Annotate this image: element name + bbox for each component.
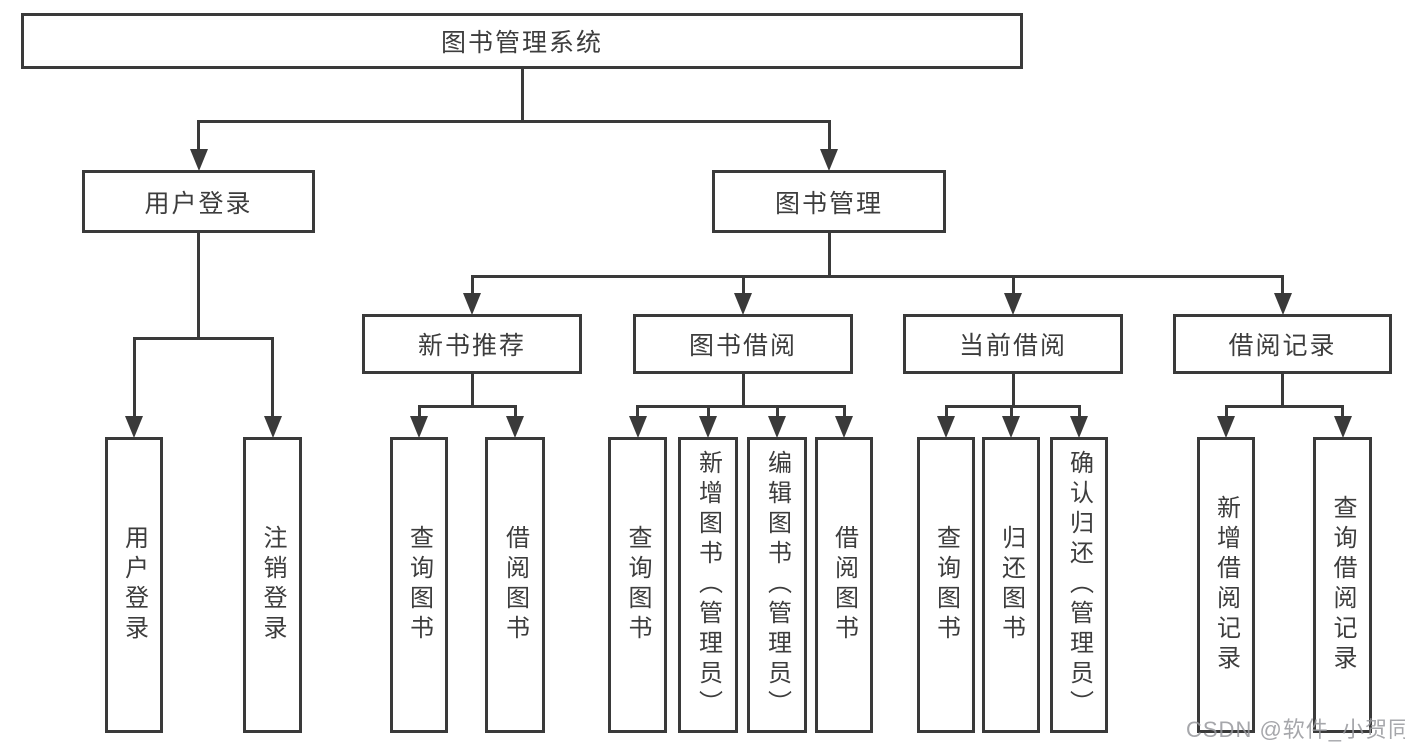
node-query-borrow-record: 查询借阅记录 <box>1313 437 1372 733</box>
arrowhead-return-book-icon <box>1002 416 1020 438</box>
node-add-borrow-record: 新增借阅记录 <box>1197 437 1255 733</box>
arrowhead-query-borrow-record-icon <box>1333 416 1352 438</box>
node-label: 借阅图书 <box>501 525 529 645</box>
connector-current-borrow-query-book-3-drop <box>944 405 948 417</box>
node-label: 查询图书 <box>932 525 960 645</box>
connector-borrow-records-query-borrow-record-drop <box>1341 405 1344 417</box>
node-label: 当前借阅 <box>958 332 1067 360</box>
node-label: 新增图书（管理员） <box>694 450 722 720</box>
arrowhead-query-book-1-icon <box>410 416 428 438</box>
arrowhead-login-leaf-icon <box>125 416 143 438</box>
node-book-mgmt: 图书管理 <box>712 170 946 233</box>
node-query-book-3: 查询图书 <box>917 437 975 733</box>
arrowhead-book-mgmt-icon <box>820 149 838 171</box>
connector-user-login-logout-leaf-drop <box>271 337 274 417</box>
node-label: 新书推荐 <box>417 332 526 360</box>
connector-book-mgmt-stem <box>827 233 831 278</box>
connector-new-book-rec-borrow-book-1-drop <box>513 405 517 417</box>
connector-book-borrow-bar <box>636 405 846 408</box>
connector-book-mgmt-borrow-records-drop <box>1281 275 1284 294</box>
arrowhead-borrow-records-icon <box>1273 293 1292 315</box>
node-add-book: 新增图书（管理员） <box>678 437 738 733</box>
arrowhead-add-borrow-record-icon <box>1217 416 1235 438</box>
arrowhead-book-borrow-icon <box>734 293 752 315</box>
connector-borrow-records-add-borrow-record-drop <box>1224 405 1228 417</box>
connector-book-borrow-add-book-drop <box>706 405 710 417</box>
arrowhead-edit-book-icon <box>768 416 786 438</box>
arrowhead-query-book-2-icon <box>628 416 647 438</box>
arrowhead-confirm-return-icon <box>1070 416 1088 438</box>
connector-borrow-records-stem <box>1281 374 1284 408</box>
connector-new-book-rec-stem <box>470 374 474 408</box>
connector-book-borrow-borrow-book-2-drop <box>842 405 846 417</box>
connector-current-borrow-confirm-return-drop <box>1077 405 1081 417</box>
connector-borrow-records-bar <box>1224 405 1344 408</box>
node-label: 图书管理 <box>774 189 883 218</box>
node-query-book-2: 查询图书 <box>608 437 667 733</box>
arrowhead-borrow-book-1-icon <box>506 416 524 438</box>
connector-book-borrow-stem <box>741 374 745 408</box>
connector-current-borrow-bar <box>944 405 1081 408</box>
node-label: 注销登录 <box>259 525 286 645</box>
connector-root-bar <box>197 120 831 123</box>
node-book-borrow: 图书借阅 <box>633 314 853 374</box>
node-borrow-book-1: 借阅图书 <box>485 437 545 733</box>
node-label: 借阅记录 <box>1228 332 1337 360</box>
connector-book-mgmt-new-book-rec-drop <box>470 275 474 294</box>
arrowhead-borrow-book-2-icon <box>835 416 853 438</box>
node-label: 图书管理系统 <box>440 29 603 57</box>
node-root: 图书管理系统 <box>21 13 1023 69</box>
connector-book-mgmt-book-borrow-drop <box>741 275 745 294</box>
node-label: 图书借阅 <box>688 332 797 360</box>
node-borrow-records: 借阅记录 <box>1173 314 1392 374</box>
arrowhead-new-book-rec-icon <box>463 293 481 315</box>
node-return-book: 归还图书 <box>982 437 1040 733</box>
connector-book-borrow-query-book-2-drop <box>636 405 639 417</box>
connector-root-stem <box>520 69 524 123</box>
node-current-borrow: 当前借阅 <box>903 314 1123 374</box>
connector-current-borrow-return-book-drop <box>1009 405 1013 417</box>
node-edit-book: 编辑图书（管理员） <box>747 437 807 733</box>
connector-book-borrow-edit-book-drop <box>775 405 779 417</box>
node-label: 用户登录 <box>144 189 253 218</box>
node-label: 新增借阅记录 <box>1212 495 1240 675</box>
connector-user-login-login-leaf-drop <box>132 337 136 417</box>
arrowhead-current-borrow-icon <box>1004 293 1022 315</box>
arrowhead-logout-leaf-icon <box>263 416 282 438</box>
connector-current-borrow-stem <box>1011 374 1015 408</box>
node-query-book-1: 查询图书 <box>390 437 448 733</box>
node-label: 查询图书 <box>405 525 433 645</box>
node-label: 借阅图书 <box>830 525 858 645</box>
connector-new-book-rec-bar <box>417 405 517 408</box>
node-label: 查询借阅记录 <box>1329 495 1356 675</box>
arrowhead-query-book-3-icon <box>937 416 955 438</box>
node-label: 查询图书 <box>624 525 651 645</box>
node-label: 用户登录 <box>120 525 148 645</box>
connector-book-mgmt-bar <box>470 275 1284 278</box>
node-confirm-return: 确认归还（管理员） <box>1050 437 1108 733</box>
arrowhead-user-login-icon <box>189 149 208 171</box>
node-user-login: 用户登录 <box>82 170 315 233</box>
node-label: 归还图书 <box>997 525 1025 645</box>
arrowhead-add-book-icon <box>699 416 717 438</box>
connector-book-mgmt-current-borrow-drop <box>1011 275 1015 294</box>
connector-user-login-stem <box>197 233 200 340</box>
node-label: 确认归还（管理员） <box>1065 450 1093 720</box>
csdn-watermark: CSDN @软件_小贺同学 <box>1186 717 1405 742</box>
connector-root-book-mgmt-drop <box>827 120 831 150</box>
node-login-leaf: 用户登录 <box>105 437 163 733</box>
node-label: 编辑图书（管理员） <box>763 450 791 720</box>
connector-root-user-login-drop <box>197 120 200 150</box>
node-logout-leaf: 注销登录 <box>243 437 302 733</box>
connector-new-book-rec-query-book-1-drop <box>417 405 421 417</box>
node-borrow-book-2: 借阅图书 <box>815 437 873 733</box>
connector-user-login-bar <box>132 337 274 340</box>
node-new-book-rec: 新书推荐 <box>362 314 582 374</box>
